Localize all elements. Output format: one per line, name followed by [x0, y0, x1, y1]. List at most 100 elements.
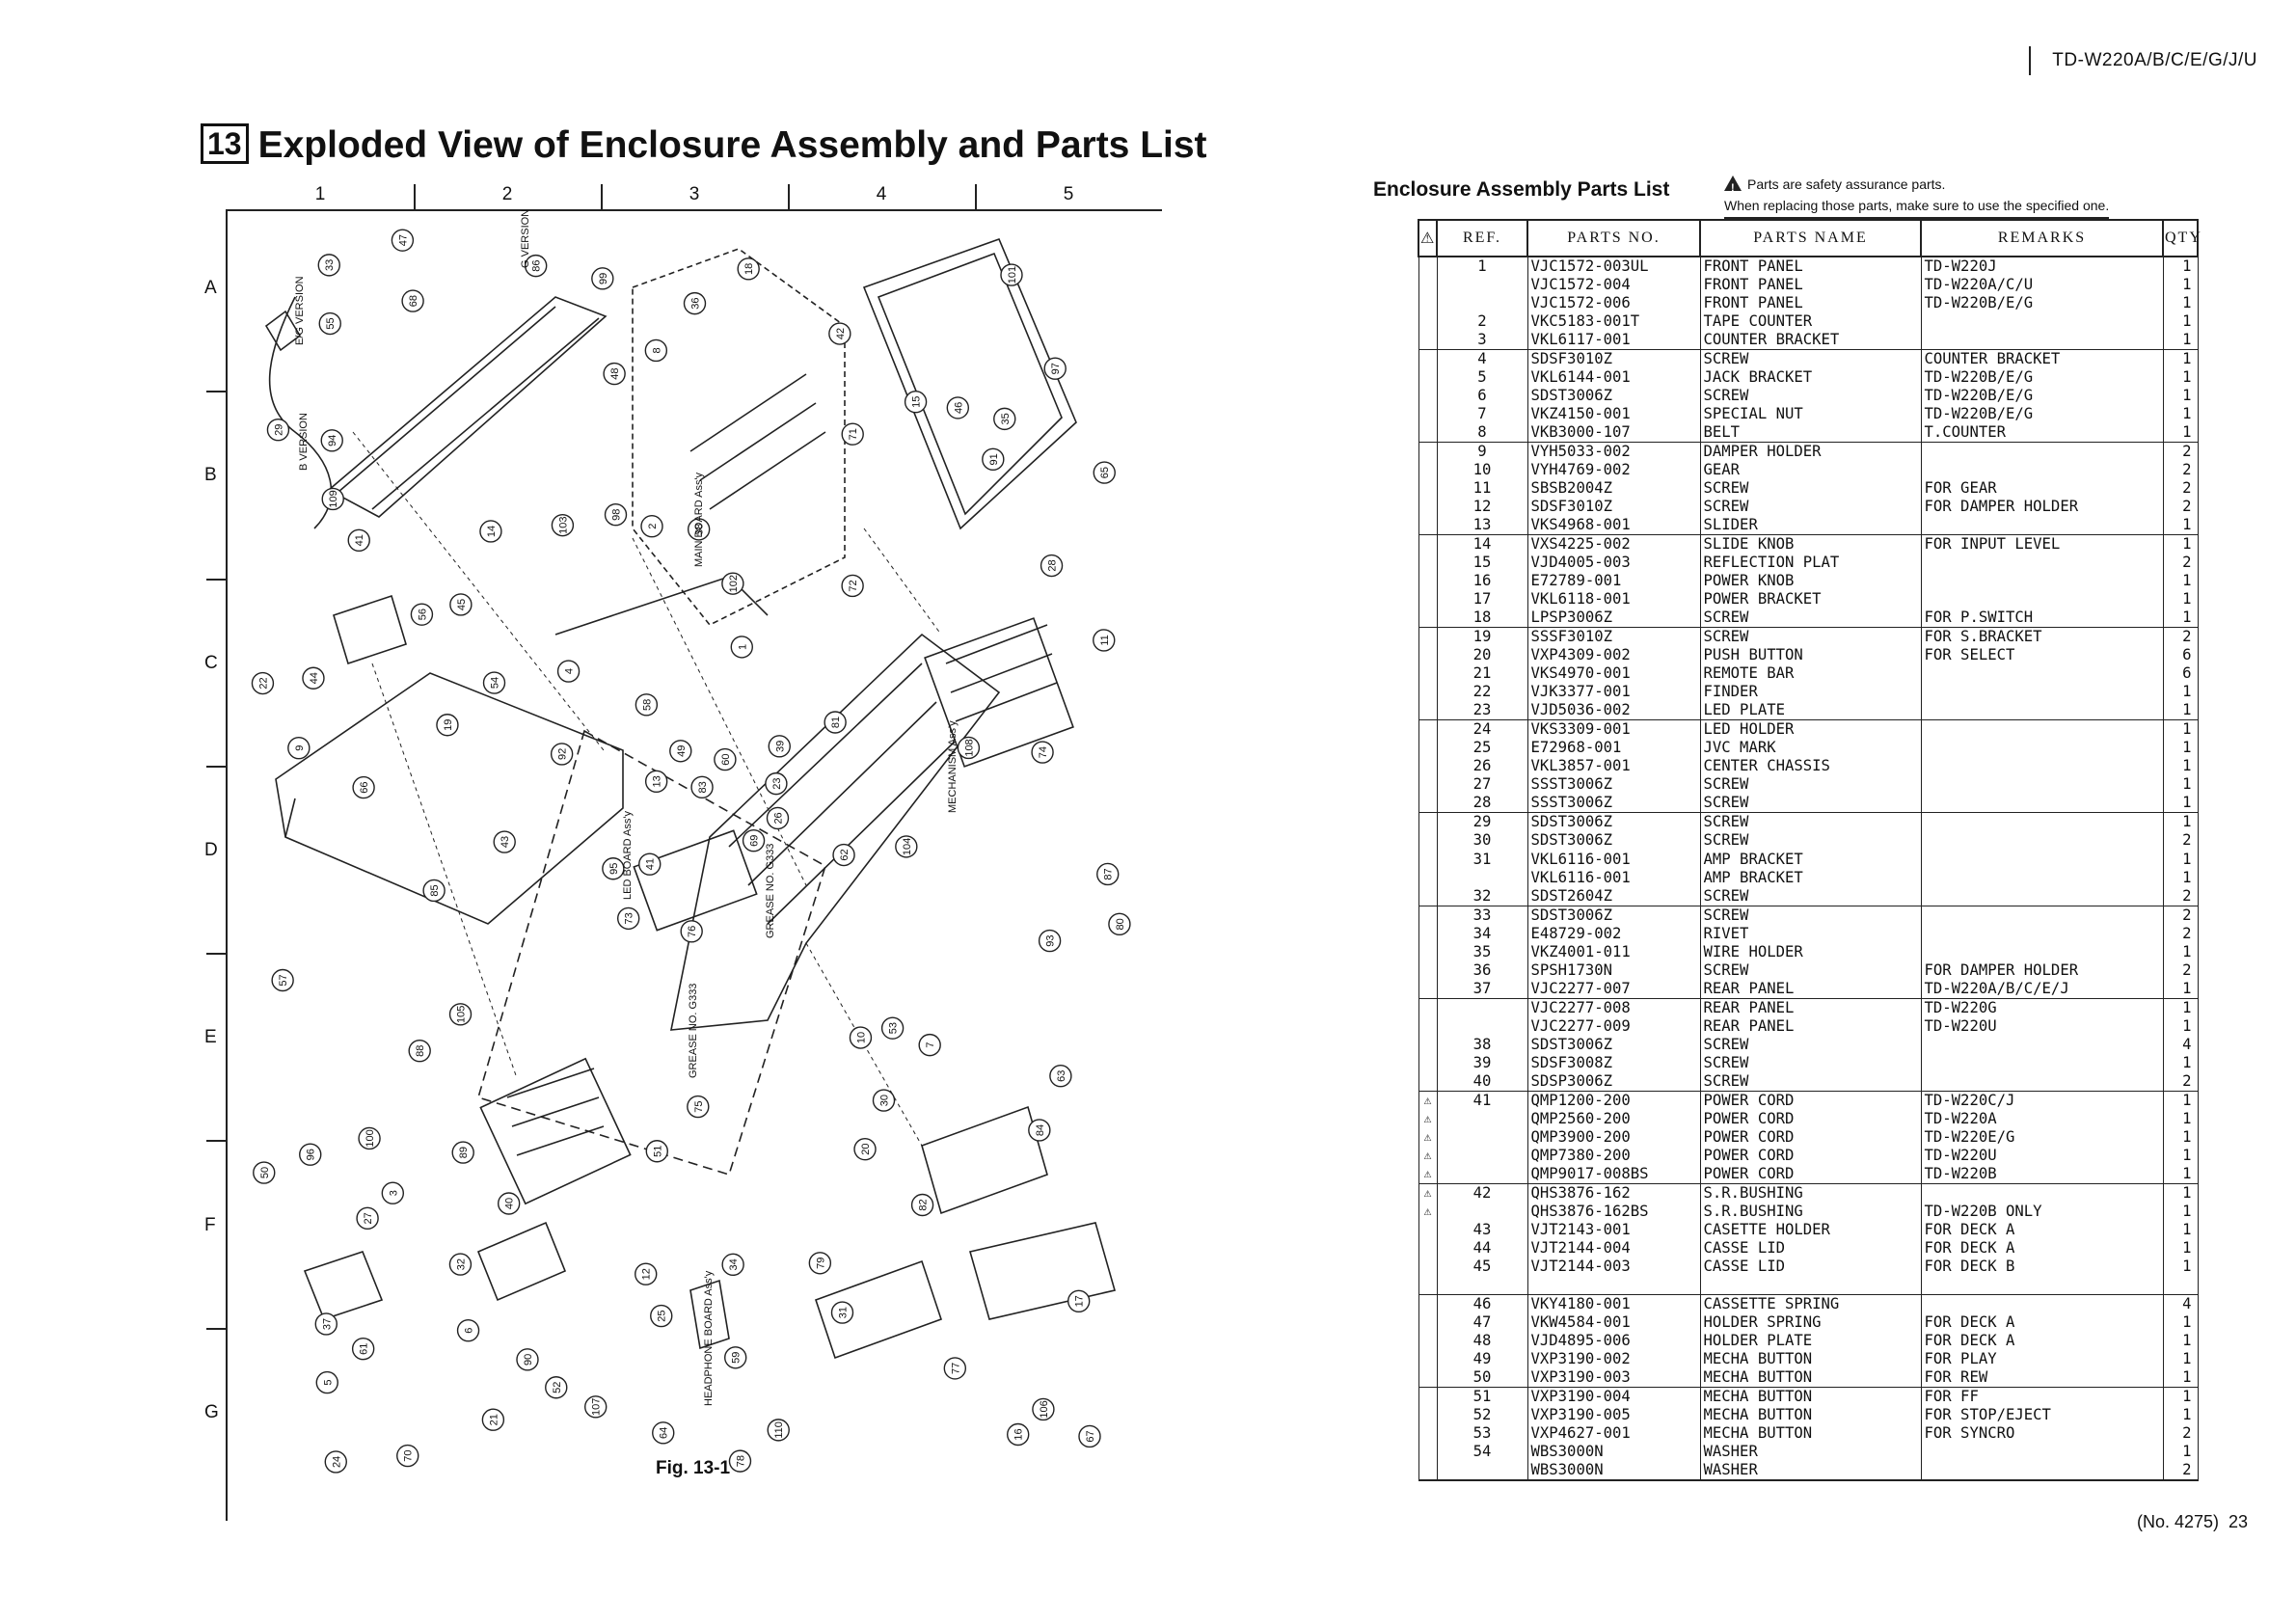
ref-cell: [1436, 1016, 1528, 1036]
callout-marker: 99: [591, 267, 614, 290]
callout-number: 34: [728, 1258, 740, 1270]
parts-name-cell: SCREW: [1699, 1035, 1922, 1054]
callout-marker: 64: [652, 1421, 675, 1445]
parts-no-cell: SDSF3008Z: [1526, 1053, 1701, 1072]
parts-name-cell: POWER CORD: [1699, 1127, 1922, 1147]
parts-name-cell: CASETTE HOLDER: [1699, 1220, 1922, 1239]
warn-cell: [1418, 590, 1438, 609]
callout-number: 102: [728, 575, 740, 592]
cassette-lid-b: [968, 1222, 1117, 1320]
remarks-cell: FOR GEAR: [1920, 479, 2164, 499]
header-parts-no: PARTS NO.: [1526, 219, 1701, 257]
callout-number: 29: [273, 424, 284, 436]
remarks-cell: TD-W220A: [1920, 1109, 2164, 1128]
side-panel: [862, 237, 1077, 530]
qty-cell: 1: [2162, 609, 2199, 628]
remarks-cell: TD-W220U: [1920, 1016, 2164, 1036]
callout-number: 90: [523, 1354, 534, 1366]
parts-name-cell: WASHER: [1699, 1461, 1922, 1482]
remarks-cell: [1920, 739, 2164, 758]
ref-cell: 22: [1436, 683, 1528, 702]
parts-name-cell: CASSE LID: [1699, 1257, 1922, 1276]
parts-name-cell: FINDER: [1699, 683, 1922, 702]
callout-marker: 88: [408, 1039, 431, 1063]
callout-number: 13: [652, 775, 663, 787]
callout-number: 79: [815, 1258, 826, 1269]
warn-cell: [1418, 572, 1438, 591]
remarks-cell: FOR DECK B: [1920, 1257, 2164, 1276]
remarks-cell: FOR STOP/EJECT: [1920, 1405, 2164, 1424]
parts-no-cell: VKZ4150-001: [1526, 405, 1701, 424]
ref-cell: [1436, 1109, 1528, 1128]
callout-marker: 34: [721, 1253, 744, 1277]
parts-no-cell: VJC2277-008: [1526, 997, 1701, 1017]
qty-cell: 1: [2162, 1331, 2199, 1350]
qty-cell: 1: [2162, 1238, 2199, 1258]
callout-marker: 7: [918, 1033, 941, 1057]
ref-cell: 40: [1436, 1071, 1528, 1092]
callout-number: 62: [839, 849, 851, 860]
parts-table: ⚠ REF. PARTS NO. PARTS NAME REMARKS QTY …: [1418, 219, 2201, 1482]
callout-marker: 79: [808, 1252, 832, 1275]
callout-marker: 93: [1038, 929, 1062, 953]
warn-cell: [1418, 794, 1438, 813]
warn-cell: [1418, 739, 1438, 758]
qty-cell: 2: [2162, 461, 2199, 480]
warn-cell: [1418, 905, 1438, 925]
qty-cell: 1: [2162, 1443, 2199, 1462]
warn-cell: [1418, 554, 1438, 573]
remarks-cell: FOR SELECT: [1920, 646, 2164, 665]
page-number: 23: [2228, 1512, 2249, 1531]
remarks-cell: [1920, 664, 2164, 684]
header-parts-name: PARTS NAME: [1699, 219, 1922, 257]
remarks-cell: FOR DECK A: [1920, 1312, 2164, 1332]
ref-cell: 35: [1436, 942, 1528, 961]
parts-name-cell: [1699, 1275, 1922, 1295]
parts-no-cell: E48729-002: [1526, 924, 1701, 943]
warn-cell: ⚠: [1418, 1090, 1438, 1110]
grid-row-tick: [206, 391, 226, 393]
parts-name-cell: POWER CORD: [1699, 1109, 1922, 1128]
ref-cell: [1436, 276, 1528, 295]
callout-number: 10: [855, 1032, 867, 1043]
callout-number: 77: [950, 1363, 961, 1374]
parts-name-cell: JVC MARK: [1699, 739, 1922, 758]
warn-cell: [1418, 498, 1438, 517]
ref-cell: 41: [1436, 1090, 1528, 1110]
remarks-cell: [1920, 775, 2164, 795]
callout-marker: 110: [767, 1419, 790, 1442]
callout-number: 70: [403, 1449, 415, 1461]
callout-marker: 59: [724, 1346, 747, 1369]
parts-no-cell: VYH4769-002: [1526, 461, 1701, 480]
parts-name-cell: SCREW: [1699, 479, 1922, 499]
remarks-cell: [1920, 1182, 2164, 1203]
qty-cell: [2162, 1275, 2199, 1295]
callout-marker: 102: [721, 572, 744, 595]
qty-cell: 1: [2162, 368, 2199, 388]
callout-marker: 65: [1093, 461, 1116, 484]
callout-number: 40: [504, 1198, 516, 1209]
callout-number: 109: [328, 490, 339, 507]
callout-number: 82: [918, 1199, 930, 1210]
ref-cell: 19: [1436, 627, 1528, 647]
callout-marker: 61: [351, 1337, 375, 1361]
parts-name-cell: SLIDE KNOB: [1699, 534, 1922, 555]
callout-number: 46: [953, 402, 964, 414]
ref-cell: 51: [1436, 1386, 1528, 1406]
parts-name-cell: REAR PANEL: [1699, 1016, 1922, 1036]
remarks-cell: COUNTER BRACKET: [1920, 349, 2164, 369]
grid-row-tick: [206, 1327, 226, 1330]
callout-number: 107: [591, 1398, 603, 1416]
label-main-board: MAIN BOARD Ass'y: [693, 472, 705, 567]
parts-no-cell: VJC1572-004: [1526, 276, 1701, 295]
parts-no-cell: SSST3006Z: [1526, 794, 1701, 813]
warn-cell: [1418, 368, 1438, 388]
callout-marker: 62: [832, 843, 855, 867]
parts-no-cell: VKL3857-001: [1526, 757, 1701, 776]
page-footer: (No. 4275)23: [2137, 1512, 2248, 1532]
qty-cell: 2: [2162, 479, 2199, 499]
